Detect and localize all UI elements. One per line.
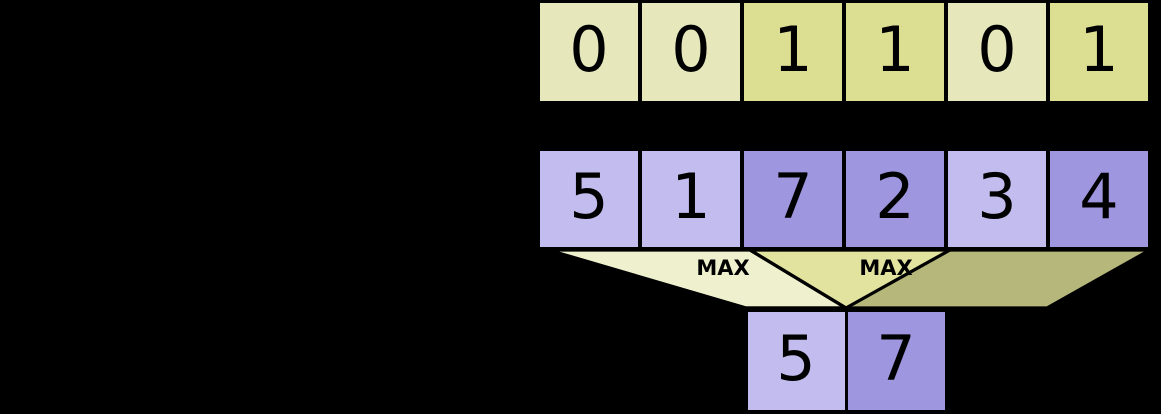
mask-cell-0-bg[interactable] (537, 0, 641, 104)
output-row: 5 7 (745, 309, 948, 413)
mask-cell-1-bg[interactable] (639, 0, 743, 104)
input-cell-5-label: 4 (1079, 160, 1118, 233)
output-cell-0-bg[interactable] (745, 309, 848, 413)
funnel-left-right-edge-line (845, 248, 951, 310)
input-cell-1-bg[interactable] (639, 148, 743, 250)
mask-cell-1-label: 0 (671, 13, 710, 86)
input-cell-3-bg[interactable] (843, 148, 947, 250)
mask-cell-4-label: 0 (977, 13, 1016, 86)
output-cell-0-label: 5 (776, 322, 815, 395)
mask-cell-2-label: 1 (773, 13, 812, 86)
mask-cell-5-bg[interactable] (1047, 0, 1151, 104)
input-row: 5 1 7 2 3 4 (537, 148, 1151, 250)
mask-cell-4-bg[interactable] (945, 0, 1049, 104)
input-cell-0-label: 5 (569, 160, 608, 233)
mask-cell-5-label: 1 (1079, 13, 1118, 86)
mask-cell-2-bg[interactable] (741, 0, 845, 104)
input-cell-3-label: 2 (875, 160, 914, 233)
funnel-left-edge-line (547, 248, 747, 310)
input-cell-4-label: 3 (977, 160, 1016, 233)
max-funnel-left-label: MAX (696, 256, 749, 280)
mask-cell-0-label: 0 (569, 13, 608, 86)
funnel-overlap-edges (547, 248, 1150, 310)
mask-cell-3-label: 1 (875, 13, 914, 86)
input-cell-2-label: 7 (773, 160, 812, 233)
output-cell-1-bg[interactable] (845, 309, 948, 413)
input-cell-1-label: 1 (671, 160, 710, 233)
output-cell-1-label: 7 (876, 322, 915, 395)
input-cell-5-bg[interactable] (1047, 148, 1151, 250)
funnel-right-left-edge-line (749, 248, 847, 310)
mask-row: 0 0 1 1 0 1 (537, 0, 1151, 104)
